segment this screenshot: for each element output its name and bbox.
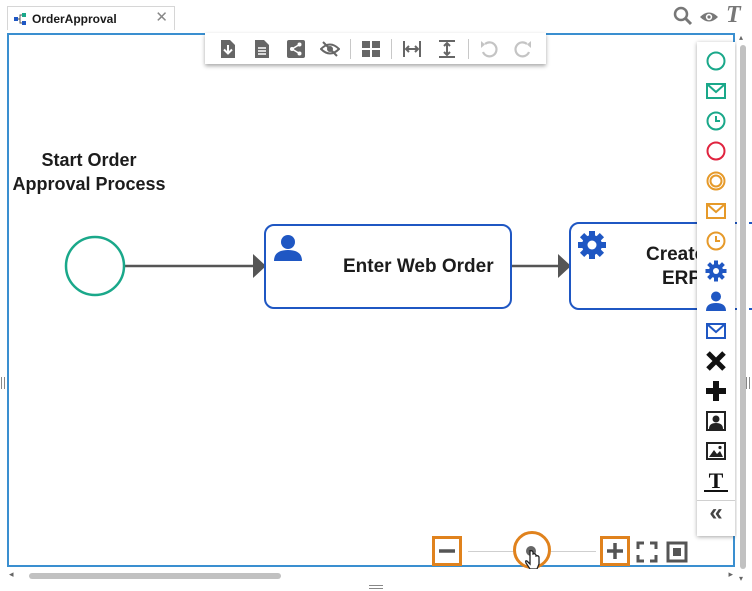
zoom-out-button[interactable]	[432, 536, 462, 566]
start-label-line1: Start Order	[41, 150, 137, 170]
user-task-icon[interactable]	[705, 290, 727, 312]
end-event-icon[interactable]	[705, 140, 727, 162]
user-icon	[274, 235, 302, 261]
search-icon[interactable]	[673, 6, 693, 26]
bottom-resize-handle[interactable]	[369, 585, 383, 589]
element-palette: T «	[697, 42, 735, 536]
left-resize-handle[interactable]	[1, 377, 5, 389]
diagram-toolbar	[205, 33, 546, 64]
fit-height-icon[interactable]	[437, 39, 457, 59]
parallel-gateway-icon[interactable]	[705, 380, 727, 402]
hide-icon[interactable]	[320, 39, 340, 59]
intermediate-event-icon[interactable]	[705, 170, 727, 192]
horizontal-scroll-thumb[interactable]	[29, 573, 281, 579]
fit-width-icon[interactable]	[402, 39, 422, 59]
task-label-line2: ERP	[662, 268, 702, 289]
document-icon[interactable]	[252, 39, 272, 59]
start-event-label: Start Order Approval Process	[4, 148, 174, 196]
scroll-down-icon[interactable]: ▾	[739, 574, 744, 583]
layout-icon[interactable]	[361, 39, 381, 59]
close-icon[interactable]: ✕	[155, 9, 168, 26]
undo-icon[interactable]	[479, 39, 499, 59]
palette-divider	[697, 500, 735, 501]
task-enter-web-order[interactable]: Enter Web Order	[264, 224, 512, 309]
collapse-icon[interactable]: «	[709, 499, 723, 526]
zoom-thumb-graphic	[513, 531, 551, 570]
gear-icon	[578, 231, 606, 259]
toolbar-divider	[391, 39, 392, 59]
send-task-icon[interactable]	[705, 320, 727, 342]
redo-icon[interactable]	[513, 39, 533, 59]
tab-orderapproval[interactable]: OrderApproval ✕	[7, 6, 175, 30]
toolbar-divider	[468, 39, 469, 59]
task-label: Enter Web Order	[343, 256, 494, 277]
portrait-icon[interactable]	[705, 410, 727, 432]
zoom-in-button[interactable]	[600, 536, 630, 566]
timer-start-icon[interactable]	[705, 110, 727, 132]
right-resize-handle[interactable]	[746, 377, 750, 389]
intermediate-timer-icon[interactable]	[705, 230, 727, 252]
share-icon[interactable]	[286, 39, 306, 59]
image-icon[interactable]	[705, 440, 727, 462]
fit-page-icon[interactable]	[666, 541, 688, 563]
start-label-line2: Approval Process	[12, 174, 166, 194]
zoom-slider-thumb[interactable]	[513, 531, 551, 570]
toolbar-divider	[350, 39, 351, 59]
service-task-icon[interactable]	[705, 260, 727, 282]
text-format-icon[interactable]: T	[726, 2, 741, 28]
exclusive-gateway-icon[interactable]	[705, 350, 727, 372]
scroll-right-icon[interactable]: ▸	[728, 569, 733, 579]
start-event-icon[interactable]	[705, 50, 727, 72]
horizontal-scrollbar[interactable]: ◂ ▸	[7, 569, 735, 583]
start-event[interactable]	[64, 235, 126, 297]
text-icon[interactable]: T	[704, 468, 728, 493]
vertical-scrollbar[interactable]: ▴ ▾	[737, 33, 749, 583]
download-icon[interactable]	[218, 39, 238, 59]
tab-bar: OrderApproval ✕ T	[0, 0, 752, 32]
tab-title: OrderApproval	[32, 12, 117, 26]
message-start-icon[interactable]	[705, 80, 727, 102]
scroll-up-icon[interactable]: ▴	[739, 33, 744, 42]
intermediate-message-icon[interactable]	[705, 200, 727, 222]
process-icon	[14, 13, 26, 25]
scroll-left-icon[interactable]: ◂	[9, 569, 14, 579]
eye-icon[interactable]	[699, 9, 719, 25]
fullscreen-icon[interactable]	[636, 541, 658, 563]
vertical-scroll-thumb[interactable]	[740, 45, 746, 569]
task-label-line1: Create	[646, 244, 706, 265]
